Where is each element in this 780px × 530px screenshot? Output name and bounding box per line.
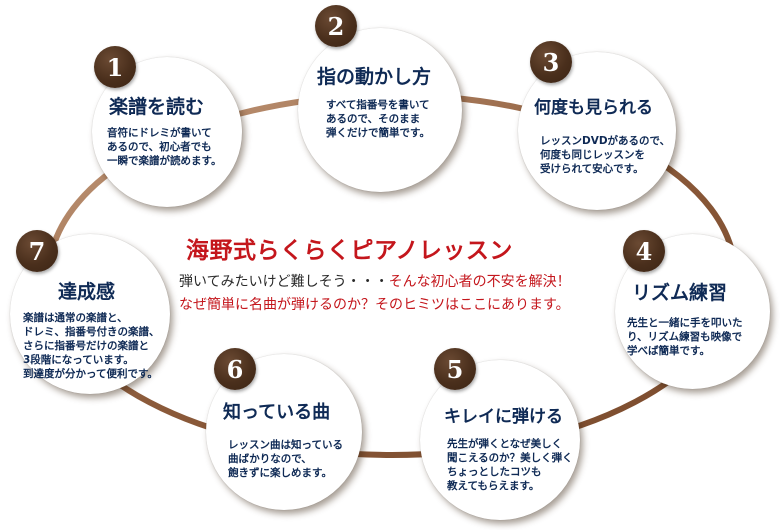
step-desc-5: 先生が弾くとなぜ美しく聞こえるのか？美しく弾くちょっとしたコツも教えてもらえます… [447, 438, 573, 492]
step-number-badge-2: 2 [315, 5, 357, 47]
center-title: 海野式らくらくピアノレッスン [186, 238, 513, 264]
step-title-5: キレイに弾ける [444, 407, 563, 427]
step-title-6: 知っている曲 [223, 402, 331, 423]
step-desc-4: 先生と一緒に手を叩いたり、リズム練習も映像で学べば簡単です。 [627, 317, 743, 357]
step-desc-2: すべて指番号を書いてあるので、そのまま弾くだけで簡単です。 [326, 99, 430, 139]
step-number-badge-6: 6 [214, 348, 256, 390]
center-tagline-red: そんな初心者の不安を解決！ [388, 274, 571, 290]
center-subtitle: なぜ簡単に名曲が弾けるのか？そのヒミツはここにあります。 [179, 297, 570, 313]
step-number-badge-3: 3 [530, 41, 572, 83]
center-tagline: 弾いてみたいけど難しそう・・・そんな初心者の不安を解決！ [179, 271, 571, 291]
step-title-7: 達成感 [58, 281, 116, 303]
step-desc-3: レッスンDVDがあるので、何度も同じレッスンを受けられて安心です。 [540, 135, 671, 175]
step-number-badge-5: 5 [434, 348, 476, 390]
step-circle-2 [298, 28, 462, 192]
step-title-1: 楽譜を読む [109, 96, 205, 118]
step-title-3: 何度も見られる [534, 98, 653, 118]
step-number-badge-7: 7 [16, 230, 58, 272]
center-tagline-black: 弾いてみたいけど難しそう・・・ [179, 274, 389, 290]
step-title-2: 指の動かし方 [317, 66, 432, 88]
step-desc-6: レッスン曲は知っている曲ばかりなので、飽きずに楽しめます。 [228, 439, 343, 479]
step-title-4: リズム練習 [632, 282, 728, 304]
step-number-badge-1: 1 [94, 46, 136, 88]
step-number-badge-4: 4 [623, 230, 665, 272]
step-desc-1: 音符にドレミが書いてあるので、初心者でも一瞬で楽譜が読めます。 [107, 127, 222, 167]
